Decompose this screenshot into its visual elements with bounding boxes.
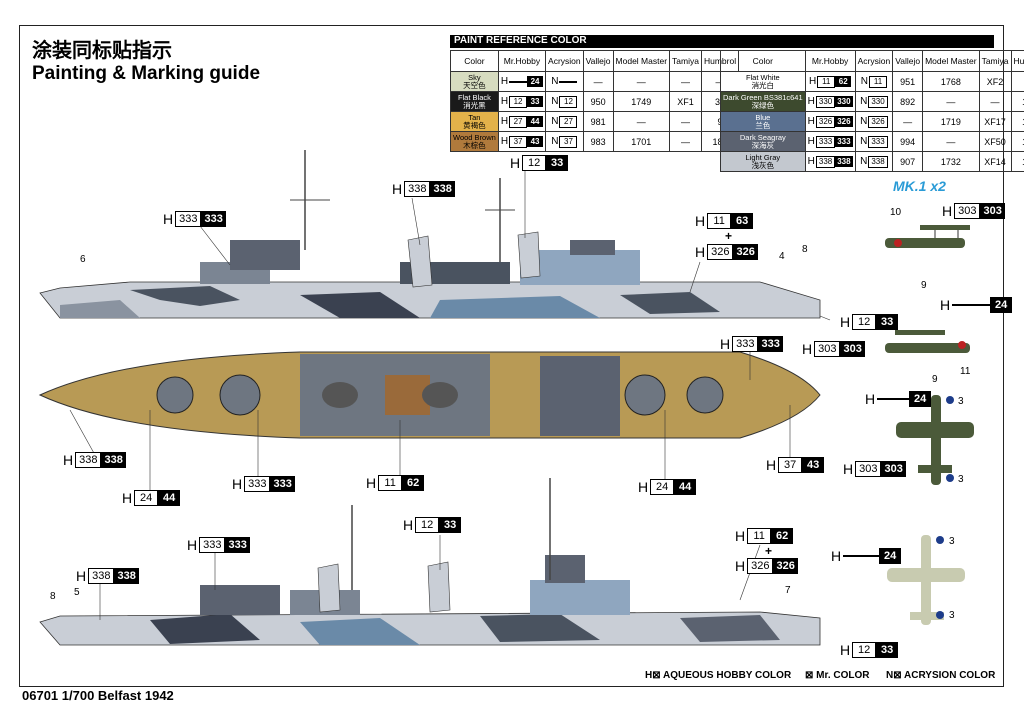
vallejo-code: 907 xyxy=(892,151,924,172)
legend-aqueous: H⊠ AQUEOUS HOBBY COLOR xyxy=(645,670,792,681)
marking-number: 11 xyxy=(960,366,971,377)
humbrol-code: 147 xyxy=(1010,151,1024,172)
marking-number: 3 xyxy=(949,536,955,547)
vallejo-code: — xyxy=(892,111,924,132)
legend-mr-color: ⊠ Mr. COLOR xyxy=(805,670,870,681)
ship-plan-view xyxy=(38,351,821,439)
marking-number: 9 xyxy=(932,374,938,385)
marking-number: 4 xyxy=(779,251,785,262)
mm-code: 1701 xyxy=(612,131,671,152)
paint-table-header: PAINT REFERENCE COLOR xyxy=(450,35,994,48)
marking-number: 8 xyxy=(802,244,808,255)
ship-profile-top xyxy=(39,150,821,319)
marking-number: 6 xyxy=(80,254,86,265)
marking-number: 3 xyxy=(958,474,964,485)
title-chinese: 涂装同标贴指示 xyxy=(32,38,172,62)
marking-number: 5 xyxy=(74,587,80,598)
marking-number: 9 xyxy=(921,280,927,291)
marking-number: 3 xyxy=(949,610,955,621)
footer-product: 06701 1/700 Belfast 1942 xyxy=(22,688,174,703)
vallejo-code: 983 xyxy=(582,131,614,152)
ship-profile-bottom xyxy=(39,478,821,646)
plus-sign-top: + xyxy=(725,229,733,243)
marking-number: 3 xyxy=(958,396,964,407)
legend-acrysion: N⊠ ACRYSION COLOR xyxy=(886,670,996,681)
marking-number: 7 xyxy=(785,585,791,596)
sheet-frame xyxy=(19,25,1004,687)
aircraft-side-2 xyxy=(885,330,970,353)
aircraft-count-label: MK.1 x2 xyxy=(893,178,946,194)
marking-number: 10 xyxy=(890,207,902,218)
title-english: Painting & Marking guide xyxy=(32,63,261,84)
plus-sign-bottom: + xyxy=(765,544,773,558)
aircraft-top-view xyxy=(896,395,974,485)
paint-row: Flat White消光白H1162N119511768XF234 xyxy=(720,71,1024,92)
marking-number: 8 xyxy=(50,591,56,602)
paint-row: Dark Green BS381c641深绿色H330330N330892——1… xyxy=(720,91,1024,112)
paint-row: Light Gray浅灰色H338338N3389071732XF14147 xyxy=(720,151,1024,172)
aircraft-side-1 xyxy=(885,225,970,248)
aircraft-bottom-view xyxy=(887,535,965,625)
